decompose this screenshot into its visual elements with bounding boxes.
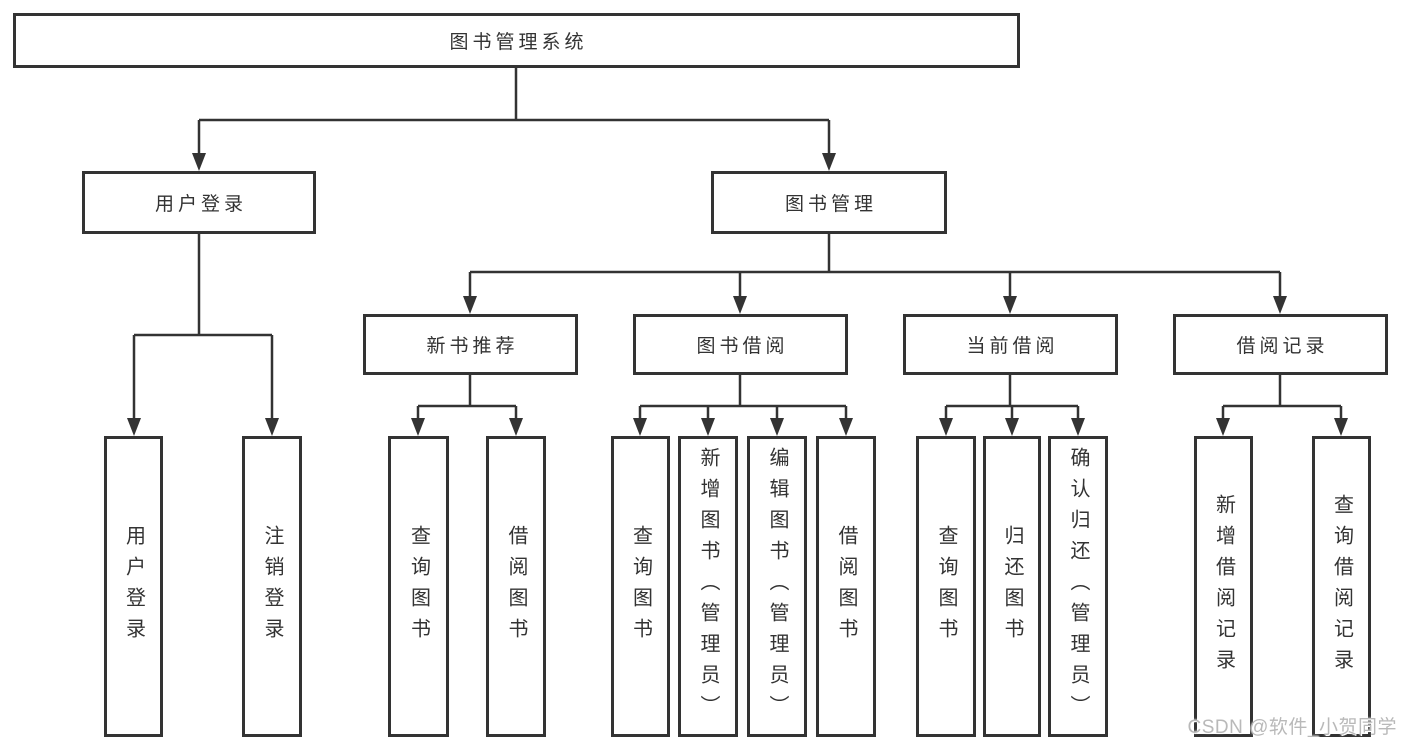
leaf-borrowing-add-books-admin: 新增图书（管理员） [678, 436, 738, 737]
node-book-borrowing-label: 图书借阅 [696, 336, 789, 357]
leaf-records-query-record-label: 查询借阅记录 [1330, 493, 1353, 680]
leaf-logout-label: 注销登录 [261, 524, 283, 649]
watermark: CSDN @软件_小贺同学 [1187, 717, 1397, 738]
node-borrowing-records-label: 借阅记录 [1236, 336, 1329, 357]
leaf-current-confirm-return-admin-label: 确认归还（管理员） [1067, 447, 1089, 726]
node-book-management: 图书管理 [711, 171, 947, 234]
node-new-book-recommend: 新书推荐 [363, 314, 578, 375]
node-user-login-label: 用户登录 [154, 194, 247, 215]
leaf-newbook-query-books-label: 查询图书 [407, 524, 430, 649]
leaf-newbook-borrow-books-label: 借阅图书 [505, 524, 527, 649]
leaf-borrowing-query-books-label: 查询图书 [629, 524, 652, 649]
leaf-current-confirm-return-admin: 确认归还（管理员） [1048, 436, 1108, 737]
leaf-borrowing-edit-books-admin-label: 编辑图书（管理员） [766, 447, 788, 726]
node-root-label: 图书管理系统 [449, 32, 588, 53]
leaf-borrowing-query-books: 查询图书 [611, 436, 670, 737]
node-book-management-label: 图书管理 [784, 194, 877, 215]
arrowhead-group [127, 153, 1348, 436]
leaf-current-query-books-label: 查询图书 [935, 524, 957, 649]
leaf-user-login: 用户登录 [104, 436, 163, 737]
node-user-login: 用户登录 [82, 171, 316, 234]
leaf-borrowing-add-books-admin-label: 新增图书（管理员） [697, 447, 719, 726]
leaf-current-return-books: 归还图书 [983, 436, 1041, 737]
node-root-library-system: 图书管理系统 [13, 13, 1020, 68]
leaf-records-add-record: 新增借阅记录 [1194, 436, 1253, 737]
leaf-current-return-books-label: 归还图书 [1001, 524, 1023, 649]
leaf-records-add-record-label: 新增借阅记录 [1212, 493, 1235, 680]
leaf-borrowing-borrow-books-label: 借阅图书 [835, 524, 857, 649]
node-borrowing-records: 借阅记录 [1173, 314, 1388, 375]
node-book-borrowing: 图书借阅 [633, 314, 848, 375]
leaf-current-query-books: 查询图书 [916, 436, 976, 737]
node-current-borrowing-label: 当前借阅 [966, 336, 1059, 357]
leaf-borrowing-borrow-books: 借阅图书 [816, 436, 876, 737]
leaf-user-login-label: 用户登录 [122, 524, 145, 649]
leaf-records-query-record: 查询借阅记录 [1312, 436, 1371, 737]
leaf-logout: 注销登录 [242, 436, 302, 737]
node-current-borrowing: 当前借阅 [903, 314, 1118, 375]
leaf-newbook-borrow-books: 借阅图书 [486, 436, 546, 737]
leaf-borrowing-edit-books-admin: 编辑图书（管理员） [747, 436, 807, 737]
node-new-book-recommend-label: 新书推荐 [426, 336, 519, 357]
leaf-newbook-query-books: 查询图书 [388, 436, 449, 737]
